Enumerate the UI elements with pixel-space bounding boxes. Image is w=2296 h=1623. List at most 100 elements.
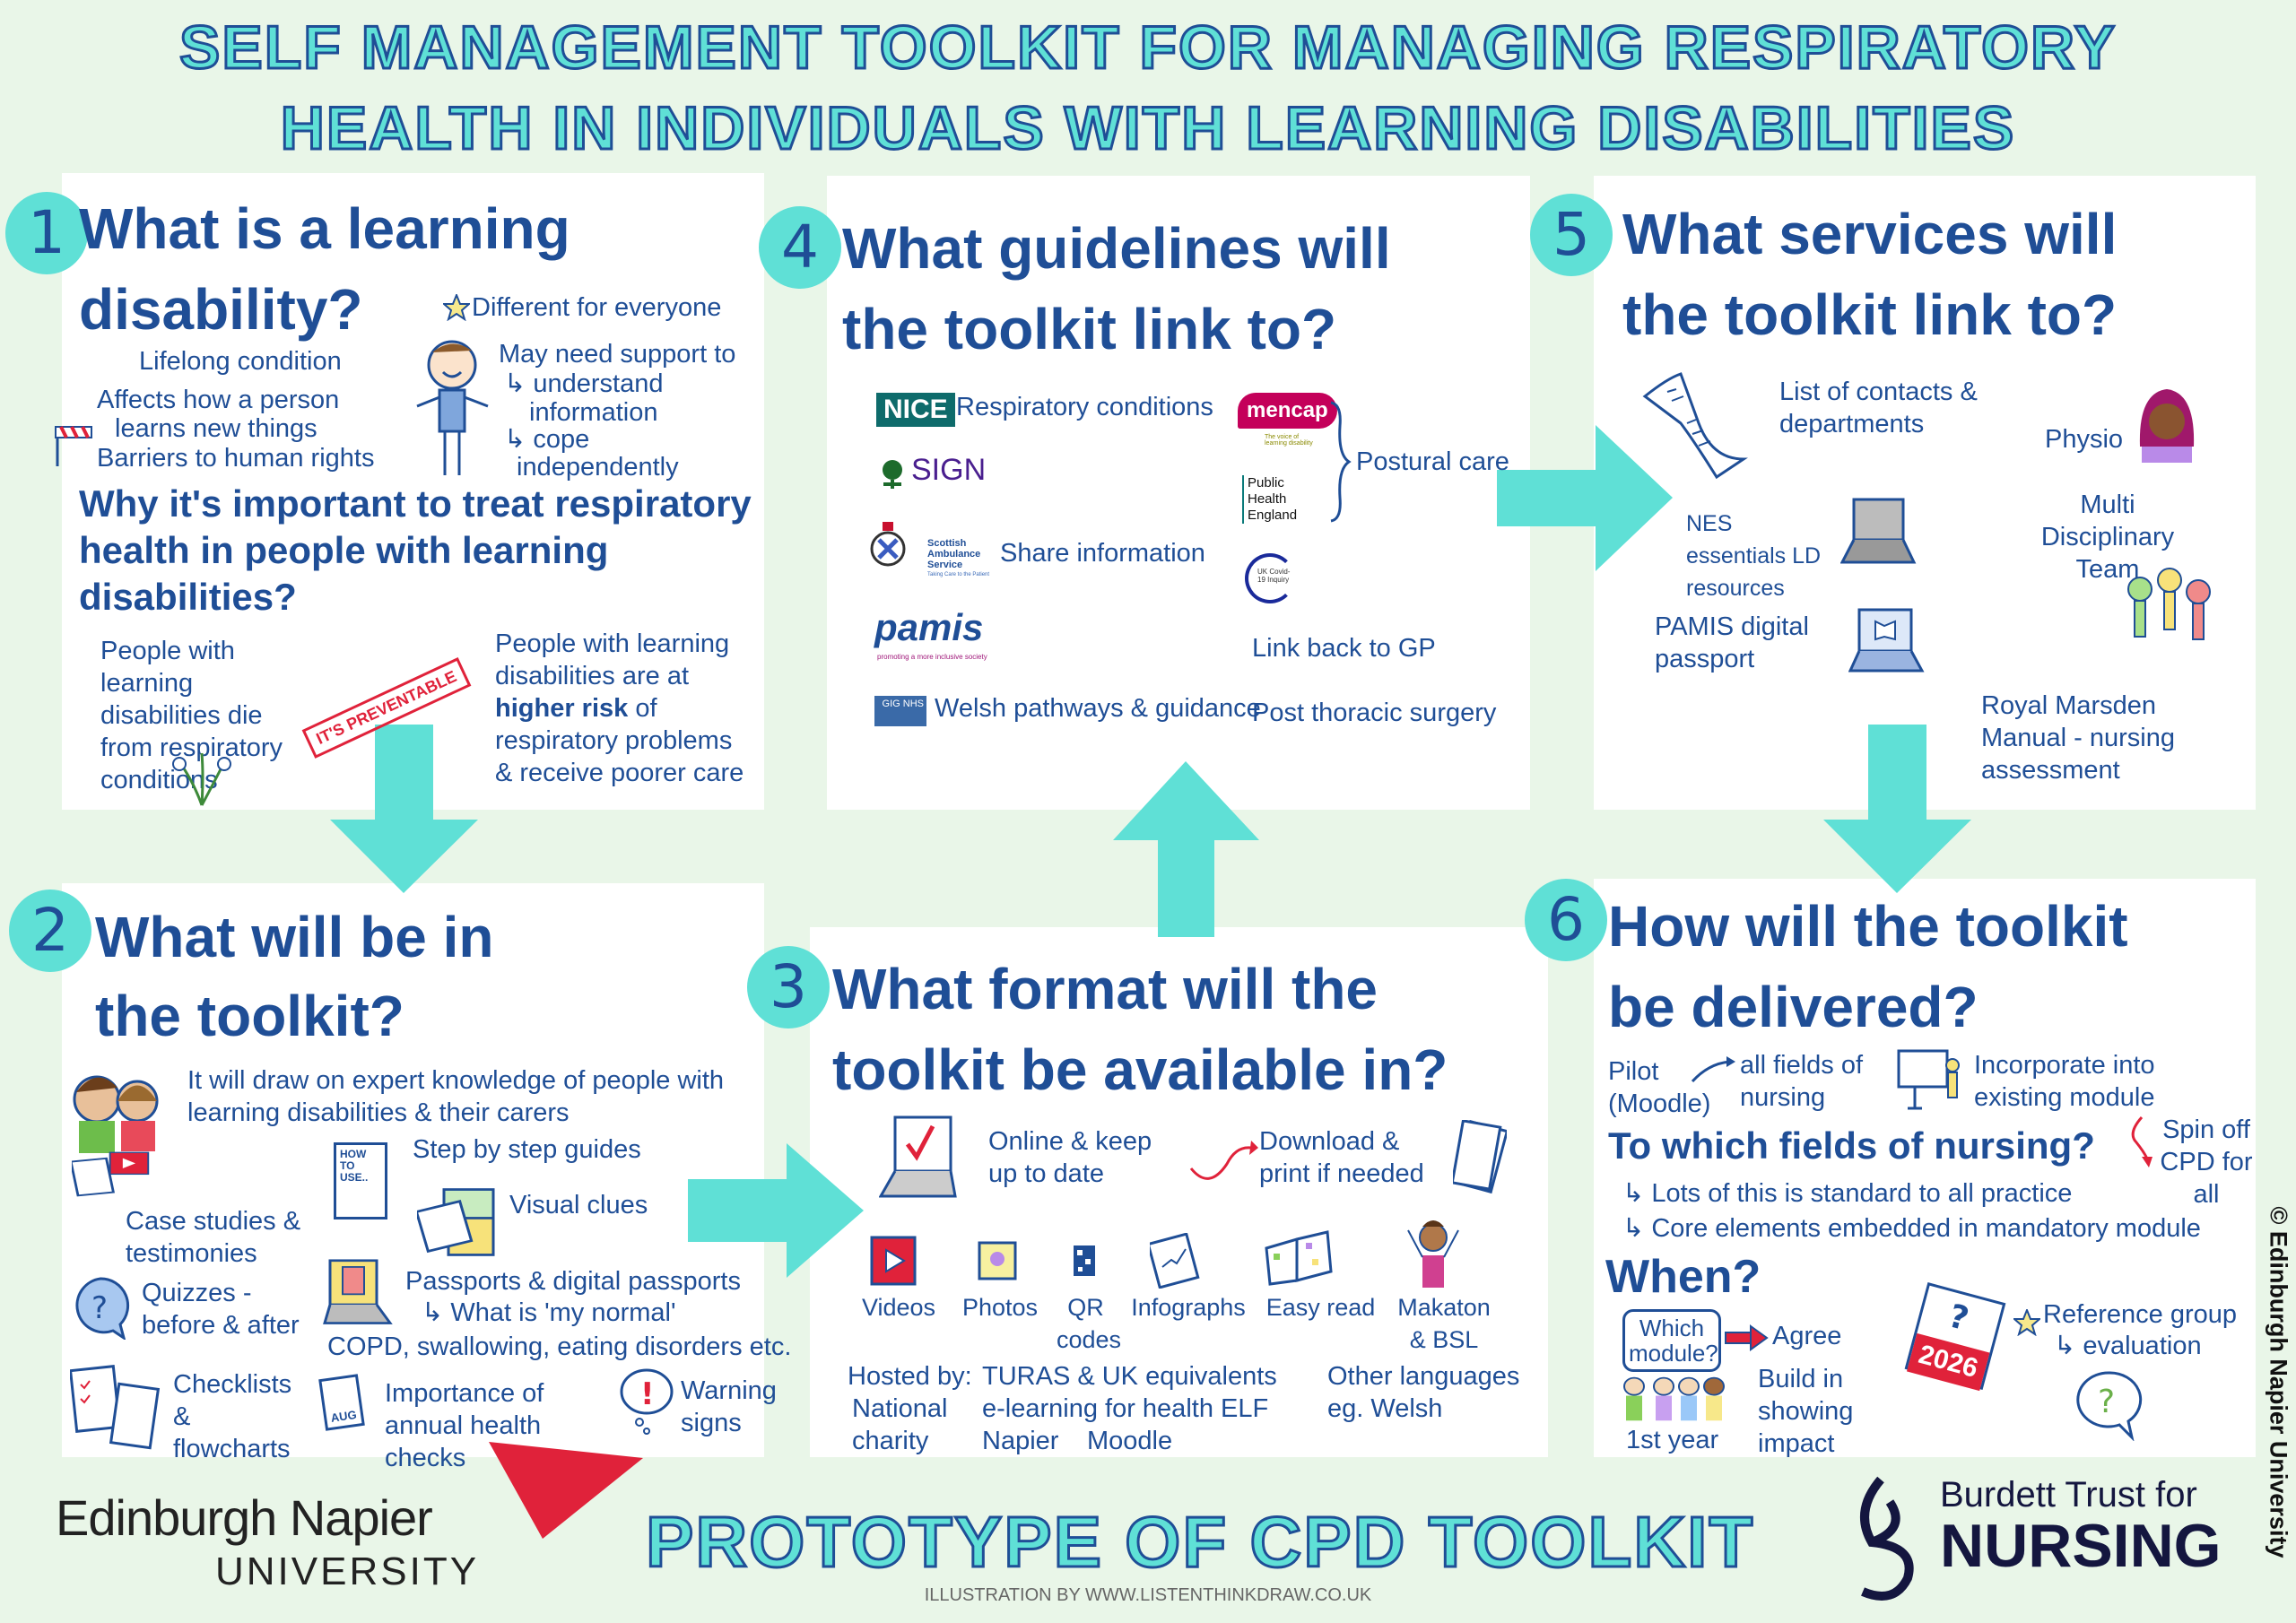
laptop-check-icon: [879, 1115, 957, 1198]
evaluation: ↳ evaluation: [2054, 1332, 2202, 1360]
nice-logo: NICE: [876, 393, 955, 427]
affects-line2: learns new things: [115, 414, 317, 443]
panel1-heading-line2: disability?: [79, 277, 363, 342]
national-charity: National charity: [852, 1394, 948, 1455]
royal-marsden-manual: Royal Marsden Manual - nursing assessmen…: [1981, 691, 2175, 785]
question-bubble-icon: ?: [75, 1277, 130, 1340]
makaton-signing-icon: [1407, 1220, 1459, 1288]
laptop-icon: [1840, 498, 1917, 564]
napier: Napier: [982, 1427, 1059, 1455]
list-of-contacts: List of contacts & departments: [1779, 378, 1978, 438]
panel-what-is-ld: [62, 173, 764, 810]
sign-logo: SIGN: [911, 453, 987, 487]
physio-avatar-icon: [2139, 389, 2195, 463]
pamis-tagline: promoting a more inclusive society: [877, 653, 987, 661]
may-need-support: May need support to: [499, 340, 736, 369]
panel4-heading-line2: the toolkit link to?: [842, 297, 1337, 361]
postural-care: Postural care: [1356, 447, 1509, 476]
presentation-board-icon: [1897, 1049, 1960, 1110]
my-normal: ↳ What is 'my normal': [422, 1298, 676, 1327]
burdett-b-logo: [1860, 1476, 1914, 1601]
panel1-heading-line1: What is a learning: [79, 196, 570, 261]
support-cope: ↳ cope: [504, 425, 590, 454]
panel-services: [1594, 176, 2256, 810]
welsh-pathways: Welsh pathways & guidance: [935, 694, 1261, 723]
warning-signs: Warning signs: [681, 1376, 777, 1437]
arrow-right-4-to-5: [1497, 425, 1673, 571]
infographic-icon: [1150, 1233, 1200, 1289]
all-fields-nursing: all fields of nursing: [1740, 1051, 1864, 1112]
title-line-2: HEALTH IN INDIVIDUALS WITH LEARNING DISA…: [279, 93, 2016, 164]
panel-toolkit-content: [62, 883, 764, 1457]
question-mark-icon: ?: [1944, 1298, 1972, 1338]
hosted-by: Hosted by:: [848, 1362, 972, 1391]
visual-clues-icon: [417, 1188, 495, 1256]
format-makaton-bsl: Makaton & BSL: [1397, 1294, 1491, 1353]
die-from-respiratory: People with learning disabilities die fr…: [100, 637, 283, 794]
step-number-2: 2: [9, 890, 91, 972]
phe-logo: Public Health England: [1242, 475, 1318, 524]
which-module-bubble: Which module?: [1622, 1309, 1721, 1372]
panel-guidelines: [827, 176, 1530, 810]
post-thoracic-surgery: Post thoracic surgery: [1252, 699, 1497, 727]
core-elements: ↳ Core elements embedded in mandatory mo…: [1622, 1214, 2201, 1243]
prototype-title: PROTOTYPE OF CPD TOOLKIT: [644, 1501, 1755, 1584]
passports: Passports & digital passports: [405, 1267, 741, 1296]
arrow-up-3-to-4: [1113, 761, 1259, 937]
affects-line1: Affects how a person: [97, 386, 340, 414]
share-information: Share information: [1000, 539, 1205, 568]
how-to-booklet-icon: HOW TO USE..: [334, 1142, 387, 1219]
panel5-heading-line2: the toolkit link to?: [1622, 282, 2118, 347]
title-line-1: SELF MANAGEMENT TOOLKIT FOR MANAGING RES…: [178, 13, 2117, 83]
panel6-heading-line2: be delivered?: [1608, 975, 1979, 1039]
scottish-ambulance-logo: Scottish Ambulance Service: [927, 538, 981, 570]
risk-post: of respiratory problems & receive poorer…: [495, 694, 744, 787]
barrier-icon: [55, 426, 92, 466]
red-arrow-right-icon: [1725, 1324, 1769, 1351]
star-icon: [443, 294, 470, 321]
risk-pre: People with learning disabilities are at: [495, 629, 730, 690]
calendar-2026-icon: ?2026: [1904, 1282, 2006, 1392]
when-heading: When?: [1605, 1251, 1761, 1303]
snowdrop-icon: [172, 752, 231, 806]
panel2-heading-line2: the toolkit?: [95, 984, 404, 1048]
arrow-icon: [1691, 1056, 1735, 1083]
step-by-step-guides: Step by step guides: [413, 1135, 641, 1164]
panel5-heading-line1: What services will: [1622, 202, 2118, 266]
case-studies: Case studies & testimonies: [126, 1207, 301, 1268]
qr-code-icon: [1074, 1245, 1095, 1276]
copd-etc: COPD, swallowing, eating disorders etc.: [327, 1332, 792, 1361]
napier-logo-line2: UNIVERSITY: [215, 1549, 480, 1593]
easy-read-book-icon: [1265, 1230, 1333, 1286]
copyright-vertical: © Edinburgh Napier University: [2265, 1206, 2292, 1558]
calendar-icon: AUG: [318, 1374, 365, 1431]
passport-laptop-icon: [323, 1259, 393, 1324]
napier-logo-line1: Edinburgh Napier: [56, 1489, 433, 1546]
other-languages: Other languages eg. Welsh: [1327, 1362, 1520, 1423]
step-number-6: 6: [1525, 879, 1607, 961]
arrow-down-1-to-2: [330, 725, 478, 893]
support-understand: ↳ understand: [504, 369, 664, 398]
checklist-flowchart-icon: [70, 1365, 161, 1450]
napier-red-triangle-logo: [489, 1442, 643, 1539]
mencap-tagline: The voice of learning disability: [1265, 434, 1313, 447]
checklists-flowcharts: Checklists & flowcharts: [173, 1370, 292, 1463]
agree: Agree: [1772, 1322, 1842, 1350]
people-with-carers-icon: [73, 1075, 159, 1153]
svg-text:?: ?: [1944, 1298, 1972, 1338]
first-year: 1st year: [1626, 1426, 1719, 1454]
annual-health-checks: Importance of annual health checks: [385, 1379, 544, 1472]
svg-text:!: !: [640, 1376, 655, 1412]
build-in-impact: Build in showing impact: [1758, 1365, 1854, 1458]
which-fields-heading: To which fields of nursing?: [1608, 1124, 2095, 1167]
passport-laptop-icon: [1848, 608, 1925, 673]
curved-arrow-icon: [1189, 1141, 1258, 1180]
format-videos: Videos: [861, 1294, 936, 1321]
turas: TURAS & UK equivalents: [982, 1362, 1277, 1391]
video-icon: [870, 1236, 917, 1286]
barriers-human-rights: Barriers to human rights: [97, 444, 375, 473]
illustration-credit: ILLUSTRATION BY WWW.LISTENTHINKDRAW.CO.U…: [924, 1585, 1372, 1605]
lifelong-condition: Lifelong condition: [139, 347, 342, 376]
nhs-wales-logo: GIG NHS: [874, 696, 926, 726]
panel3-heading-line1: What format will the: [832, 957, 1378, 1021]
